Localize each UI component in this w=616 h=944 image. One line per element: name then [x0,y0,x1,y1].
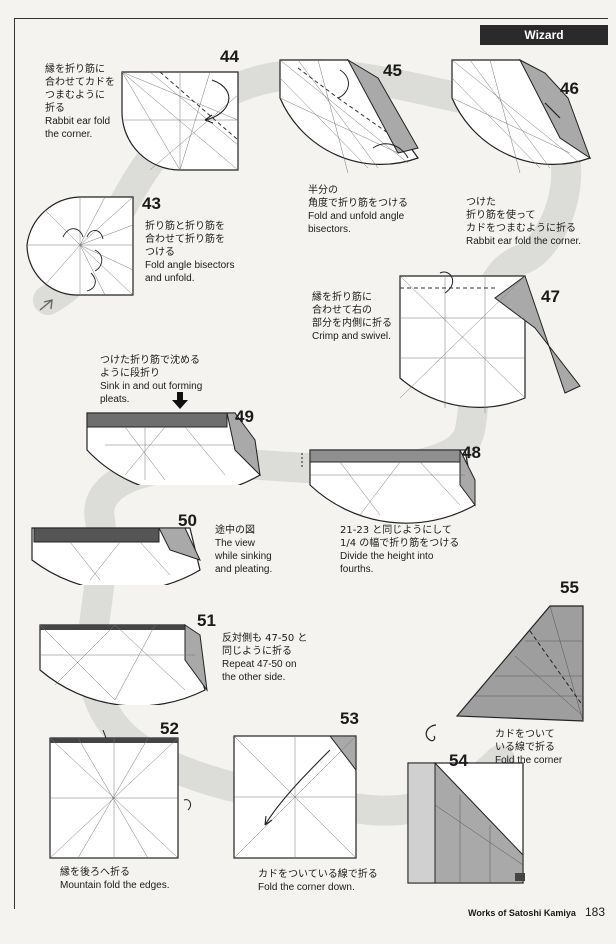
diagram-step-49 [86,412,261,485]
turn-over-icon [425,724,437,742]
diagram-step-46 [451,58,591,174]
step-number: 55 [560,578,579,597]
step-number: 45 [383,61,402,80]
diagram-step-52 [49,730,192,859]
step-number: 46 [560,79,579,98]
step-caption: 縁を折り筋に合わせて右の部分を内側に折る Crimp and swivel. [312,292,392,342]
chapter-tab: Wizard [480,25,608,45]
step-caption: つけた折り筋で沈めるように段折り Sink in and out forming… [100,355,203,405]
diagram-step-43 [26,196,134,296]
step-number: 47 [541,287,560,306]
page-number: 183 [584,905,605,919]
diagram-step-51 [39,624,208,705]
page-frame [14,18,608,909]
step-number: 43 [142,194,161,213]
step-number: 50 [178,511,197,530]
footer-credit: Works of Satoshi Kamiya [468,908,576,918]
step-number: 48 [462,443,481,462]
diagram-step-53 [233,735,357,859]
page-footer: Works of Satoshi Kamiya 183 [425,905,605,919]
step-number: 44 [220,47,239,66]
step-caption: カドをついている線で折る Fold the corner down. [258,869,378,893]
diagram-step-48 [301,449,476,524]
diagram-step-54 [407,761,525,884]
step-number: 51 [197,611,216,630]
step-number: 52 [160,719,179,738]
diagram-step-47 [399,271,581,413]
diagram-step-50 [31,527,201,585]
step-caption: 縁を後ろへ折る Mountain fold the edges. [60,867,170,891]
down-arrow-icon [172,392,188,409]
step-number: 49 [235,407,254,426]
step-number: 54 [449,751,468,770]
step-caption: 折り筋と折り筋を合わせて折り筋をつける Fold angle bisectors… [145,221,235,284]
diagram-step-44 [121,71,239,171]
diagram-step-55 [455,605,584,722]
step-number: 53 [340,709,359,728]
step-caption: つけた折り筋を使ってカドをつまむように折る Rabbit ear fold th… [466,197,582,247]
diagram-step-45 [279,58,419,174]
